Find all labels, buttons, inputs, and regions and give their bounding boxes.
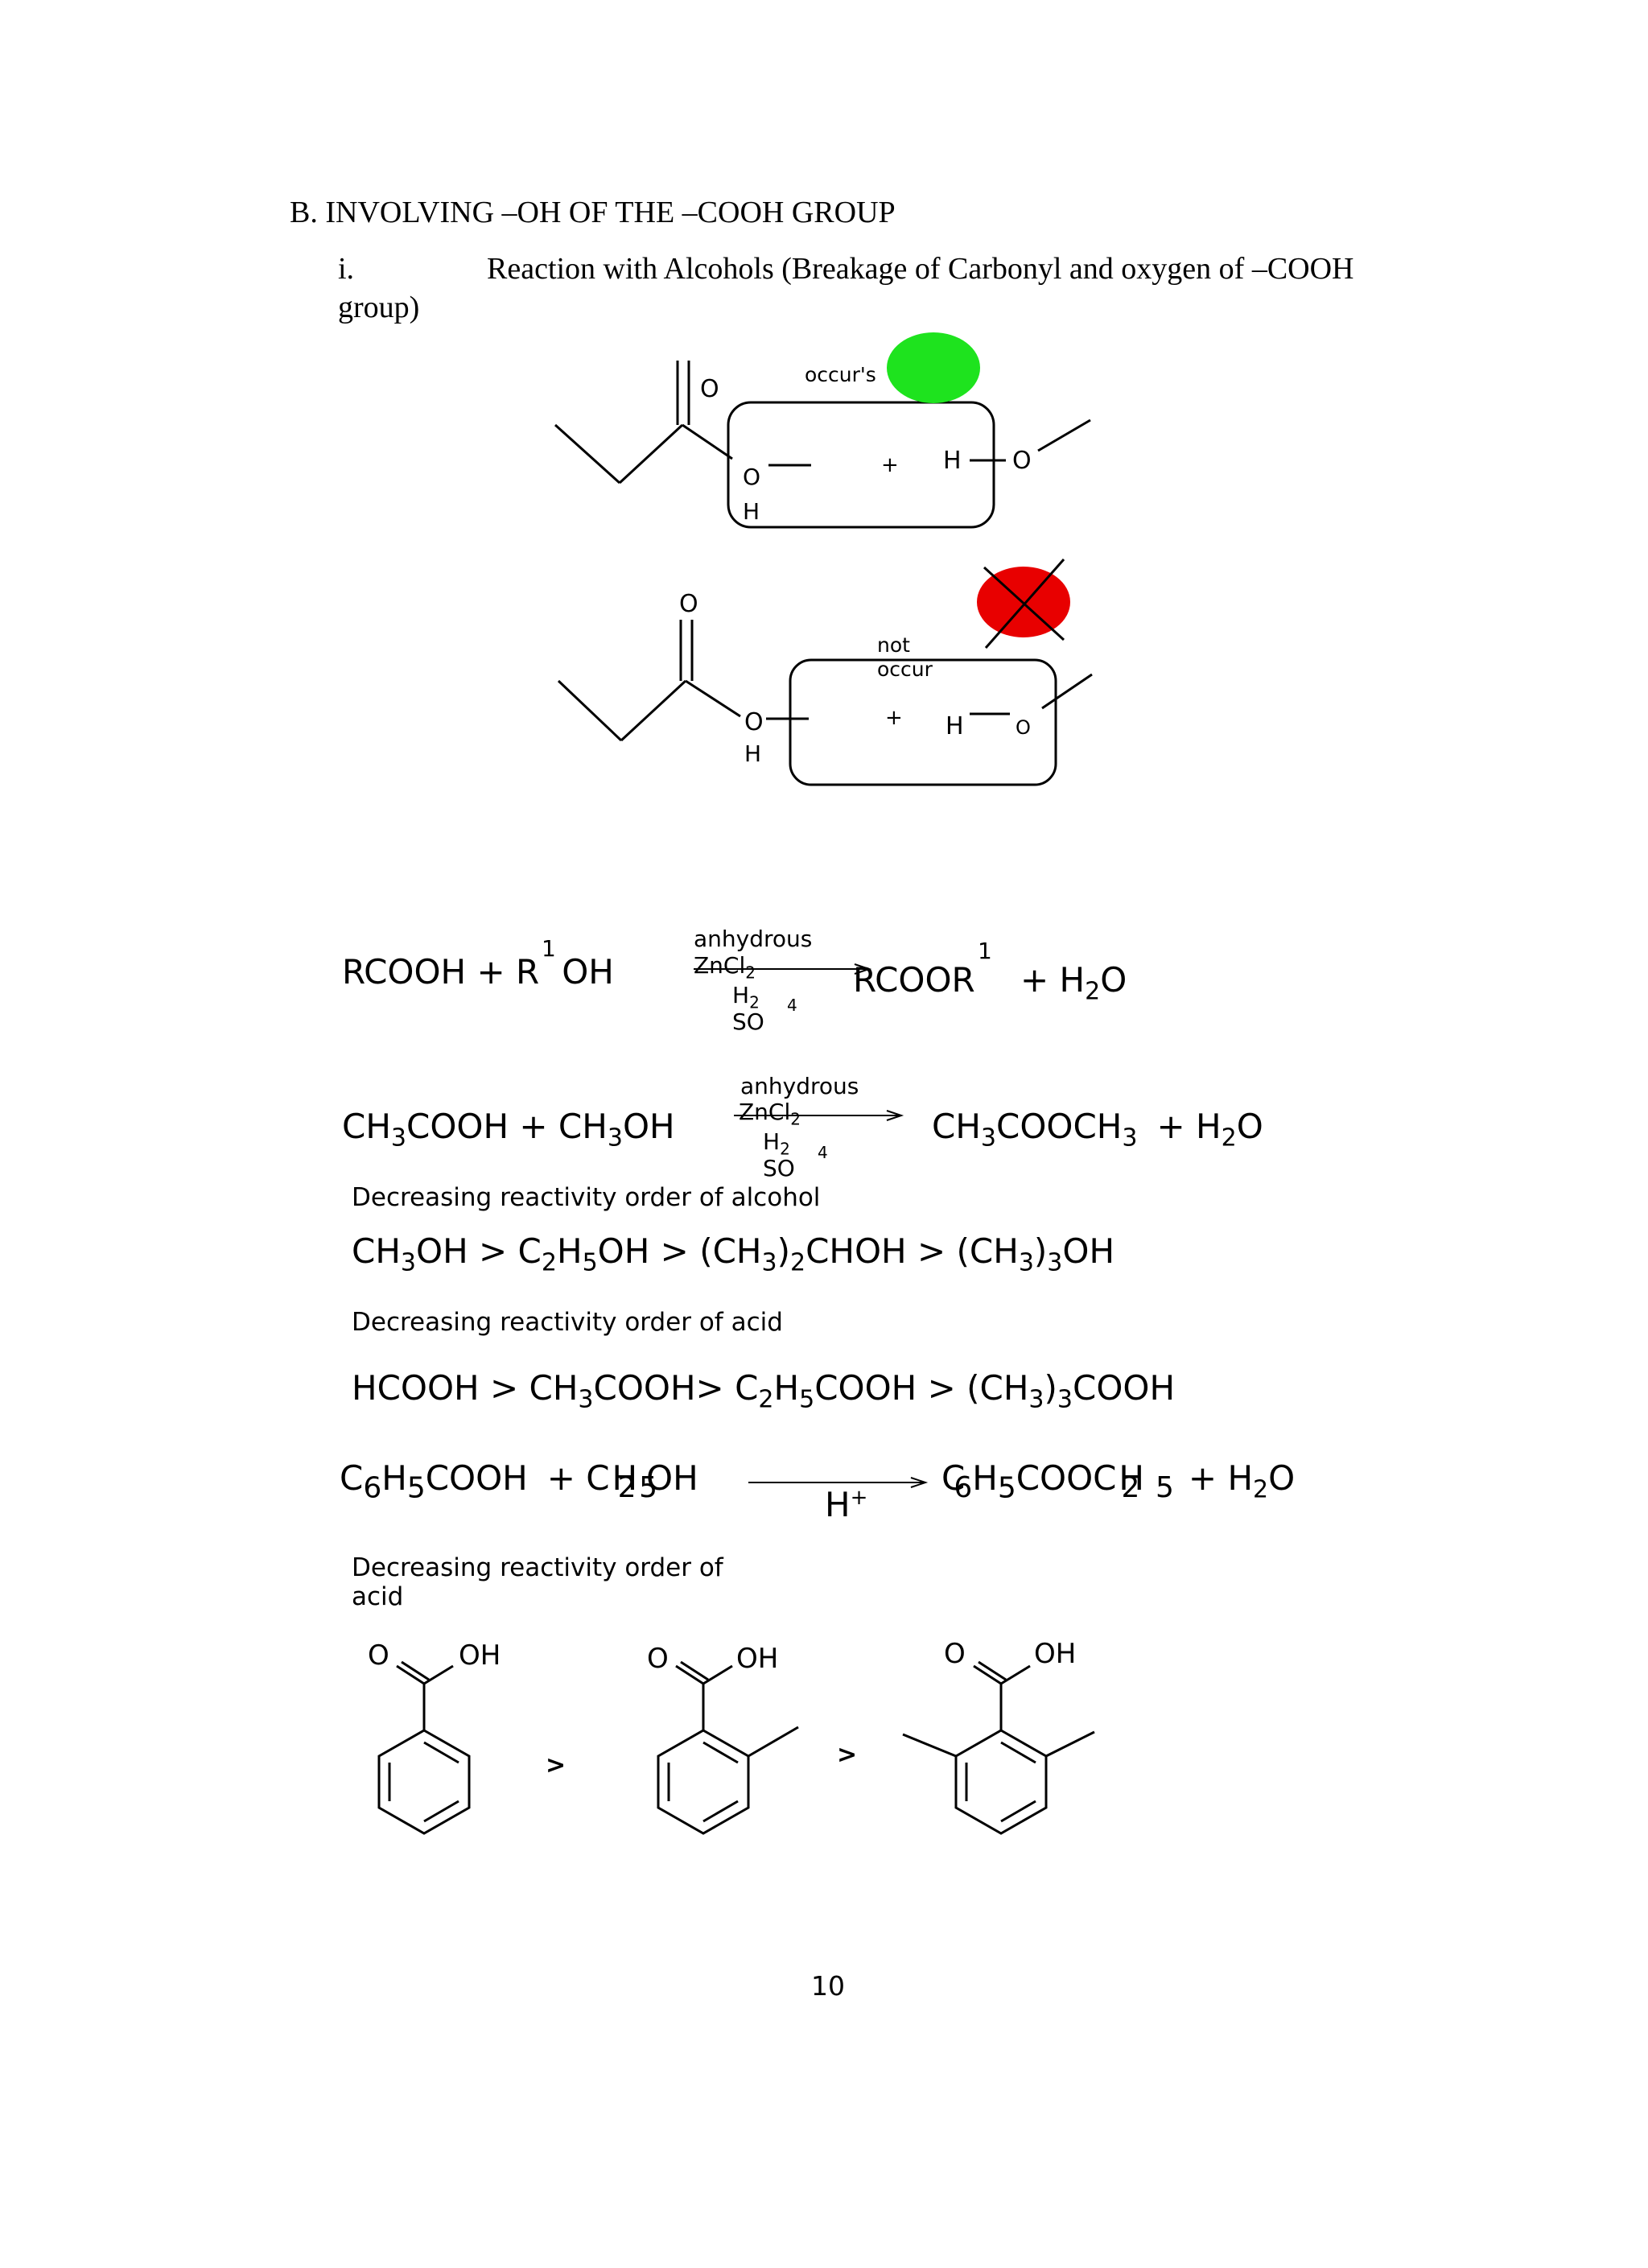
eq-general-catalyst-so: SO xyxy=(732,1008,764,1035)
benzoic-order-label-line1: Decreasing reactivity order of xyxy=(352,1553,723,1582)
benzoic-acid xyxy=(377,1660,471,1835)
atom-o-double: O xyxy=(700,375,719,403)
section-heading: B. INVOLVING –OH OF THE –COOH GROUP xyxy=(290,196,896,229)
mol1-oh: OH xyxy=(459,1639,501,1672)
alcohol-h: H xyxy=(943,447,962,475)
eq-general-water: + H2O xyxy=(1020,960,1127,1006)
occurs-indicator xyxy=(887,332,980,403)
eq-methyl-catalyst-top: anhydrous xyxy=(740,1073,859,1099)
mol3-o: O xyxy=(944,1638,966,1670)
item-title-continued: group) xyxy=(338,291,420,324)
eq-methyl-products: CH3COOCH3+ H2O xyxy=(932,1107,1263,1153)
mol3-oh: OH xyxy=(1034,1638,1076,1670)
arrow-general-head xyxy=(854,963,872,975)
mol2-oh: OH xyxy=(736,1643,778,1675)
atom-o-double: O xyxy=(679,590,698,618)
eq-methyl-catalyst-so: SO xyxy=(763,1155,795,1181)
alcohol-order-label: Decreasing reactivity order of alcohol xyxy=(352,1183,821,1212)
alcohol-o: O xyxy=(1016,716,1031,739)
item-number: i. xyxy=(338,252,355,286)
eq-benzoic-catalyst: H+ xyxy=(825,1485,868,1524)
not-occur-note-line2: occur xyxy=(877,658,933,681)
eq-general-sup-2: 1 xyxy=(978,938,992,964)
mol1-o: O xyxy=(368,1639,389,1672)
acid-order-label: Decreasing reactivity order of acid xyxy=(352,1308,783,1337)
eq-general-sup-1: 1 xyxy=(542,935,556,962)
eq-general-catalyst-4: 4 xyxy=(787,996,797,1015)
eq-general-catalyst-top: anhydrous xyxy=(694,926,813,952)
atom-o: O xyxy=(744,708,764,736)
eq-methyl-catalyst-4: 4 xyxy=(818,1143,828,1162)
eq-methyl-catalyst-h: H2 xyxy=(763,1128,790,1159)
mechanism-incorrect xyxy=(557,620,1093,786)
ethyl-bond-1 xyxy=(554,423,621,485)
not-occur-note-line1: not xyxy=(877,633,910,657)
atom-h: H xyxy=(744,740,761,767)
plus-sign: + xyxy=(885,706,903,730)
atom-o: O xyxy=(743,464,760,490)
bond-break-box xyxy=(789,658,1057,786)
methyl-benzoic-acid xyxy=(657,1660,799,1835)
c-o-bond xyxy=(685,679,741,718)
alcohol-o: O xyxy=(1012,447,1032,475)
eq-general-catalyst-zncl: ZnCl2 xyxy=(694,952,756,983)
plus-sign: + xyxy=(881,453,899,477)
mol2-o: O xyxy=(647,1643,669,1675)
acid-order-series: HCOOH > CH3COOH> C2H5COOH > (CH3)3COOH xyxy=(352,1368,1176,1414)
benzoic-order-label-line2: acid xyxy=(352,1582,404,1611)
atom-h: H xyxy=(743,498,760,525)
bond-break-box xyxy=(727,401,995,529)
item-title: Reaction with Alcohols (Breakage of Carb… xyxy=(487,252,1354,286)
greater-than-2: > xyxy=(837,1741,857,1769)
ethyl-bond-2 xyxy=(618,423,684,485)
page-number: 10 xyxy=(811,1970,845,2002)
alcohol-order-series: CH3OH > C2H5OH > (CH3)2CHOH > (CH3)3OH xyxy=(352,1231,1115,1277)
alcohol-h: H xyxy=(946,712,964,740)
cross-icon xyxy=(983,559,1065,649)
arrow-methyl-head xyxy=(886,1110,904,1121)
reaction-arrows xyxy=(694,963,929,1488)
occurs-note: occur's xyxy=(805,363,876,386)
dimethyl-benzoic-acid xyxy=(902,1660,1095,1835)
ethyl-bond-2 xyxy=(620,679,687,742)
eq-methyl-reactants: CH3COOH + CH3OH xyxy=(342,1107,675,1153)
eq-methyl-catalyst-zncl: ZnCl2 xyxy=(739,1099,801,1129)
c-o-bond xyxy=(682,423,733,460)
o-methyl-bond xyxy=(1037,419,1091,452)
mechanism-correct xyxy=(554,361,1091,529)
o-methyl-bond xyxy=(1041,673,1093,710)
arrow-benzoic-head xyxy=(910,1477,929,1488)
eq-general-catalyst-h: H2 xyxy=(732,982,760,1012)
greater-than-1: > xyxy=(546,1751,566,1779)
eq-general-product: RCOOR xyxy=(853,960,975,1000)
ethyl-bond-1 xyxy=(557,679,623,742)
